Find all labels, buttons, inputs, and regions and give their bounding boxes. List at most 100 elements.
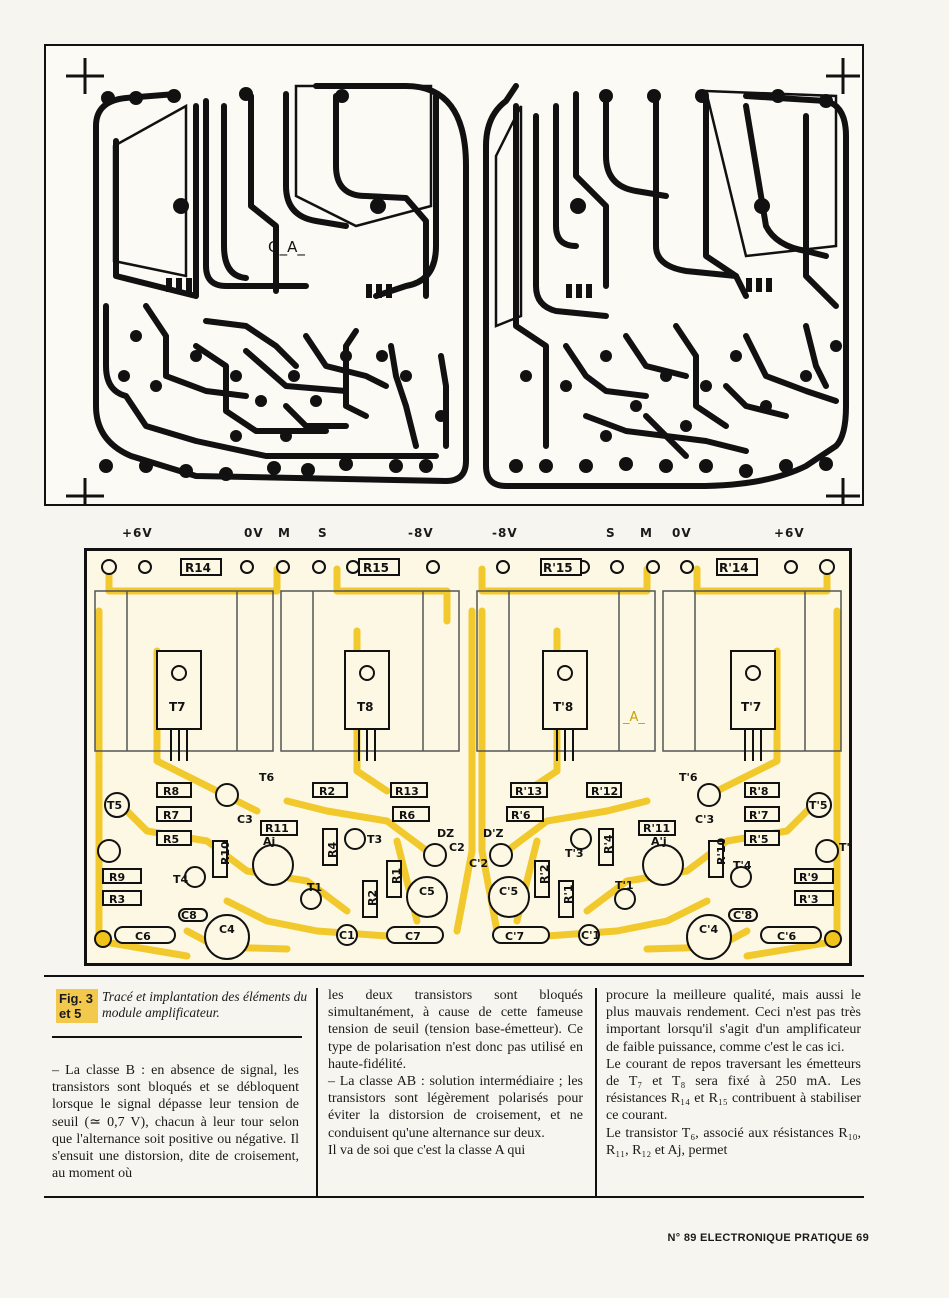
label-c-prime-1: C'1 <box>581 929 600 942</box>
figure-caption-block: Fig. 3 et 5 Tracé et implantation des él… <box>44 983 864 1183</box>
label-r-prime-1: R'1 <box>562 885 575 905</box>
pcb-track-layout: G_A_ <box>44 44 864 506</box>
label-c4: C4 <box>219 923 235 936</box>
label-r14: R14 <box>185 561 211 575</box>
pcb-implantation-drawing: R14 R15 R'15 R'14 T7 T8 T'8 T'7 _A_ <box>63 558 858 960</box>
column-bottom-rule <box>44 1196 864 1198</box>
rail-left-0v: 0V <box>244 526 264 540</box>
label-r-prime-10: R'10 <box>715 838 728 865</box>
rail-right-minus8v: -8V <box>492 526 518 540</box>
label-c-prime-6: C'6 <box>777 930 796 943</box>
label-t1: T1 <box>307 881 322 894</box>
label-c2: C2 <box>449 841 465 854</box>
label-r-prime-3: R'3 <box>799 893 819 906</box>
label-r-prime-5: R'5 <box>749 833 769 846</box>
rail-left-minus8v: -8V <box>408 526 434 540</box>
label-t3: T3 <box>367 833 382 846</box>
rail-left-m: M <box>278 526 291 540</box>
label-c-prime-7: C'7 <box>505 930 524 943</box>
figure-caption: Tracé et implantation des éléments du mo… <box>102 989 308 1020</box>
label-r-prime-14: R'14 <box>719 561 749 575</box>
label-t-prime-7: T'7 <box>741 700 761 714</box>
label-r-prime-4: R'4 <box>602 834 615 854</box>
rail-right-0v: 0V <box>672 526 692 540</box>
label-c3: C3 <box>237 813 253 826</box>
rail-left-plus6v: +6V <box>122 526 153 540</box>
label-t8: T8 <box>357 700 374 714</box>
label-c8: C8 <box>181 909 197 922</box>
label-r7: R7 <box>163 809 179 822</box>
label-r15: R15 <box>363 561 389 575</box>
label-c6: C6 <box>135 930 151 943</box>
figure-label: Fig. 3 et 5 <box>56 989 98 1023</box>
label-t5: T5 <box>107 799 122 812</box>
label-t-prime-5: T'5 <box>809 799 828 812</box>
label-t4: T4 <box>173 873 189 886</box>
label-r-prime-15: R'15 <box>543 561 573 575</box>
label-t-prime-1: T'1 <box>615 879 634 892</box>
label-r-prime-13: R'13 <box>515 785 542 798</box>
label-c-prime-3: C'3 <box>695 813 714 826</box>
label-r-prime-2: R'2 <box>538 865 551 885</box>
column-divider-2 <box>595 988 597 1196</box>
column-divider-1 <box>316 988 318 1196</box>
pcb-component-layout: R14 R15 R'15 R'14 T7 T8 T'8 T'7 _A_ <box>63 548 858 966</box>
label-c-prime-5: C'5 <box>499 885 518 898</box>
text-column-3: procure la meilleure qualité, mais aussi… <box>606 987 861 1159</box>
rail-left-s: S <box>318 526 328 540</box>
label-r-prime-9: R'9 <box>799 871 819 884</box>
label-c-prime-2: C'2 <box>469 857 488 870</box>
label-r4: R4 <box>326 842 339 858</box>
label-r-prime-8: R'8 <box>749 785 769 798</box>
label-r11: R11 <box>265 822 289 835</box>
label-c-prime-8: C'8 <box>733 909 752 922</box>
label-t6: T6 <box>259 771 275 784</box>
label-r9: R9 <box>109 871 125 884</box>
label-t-prime-8: T'8 <box>553 700 573 714</box>
label-t-prime-3: T'3 <box>565 847 584 860</box>
label-aj: Aj <box>263 835 275 848</box>
col3-paragraph-3: Le transistor T₆, associé aux résistance… <box>606 1125 861 1158</box>
label-r2-lower: R2 <box>366 890 379 906</box>
label-r8: R8 <box>163 785 179 798</box>
label-c5: C5 <box>419 885 435 898</box>
label-r-prime-6: R'6 <box>511 809 531 822</box>
caption-rule <box>52 1036 302 1038</box>
rail-right-s: S <box>606 526 616 540</box>
label-r6: R6 <box>399 809 415 822</box>
rail-right-m: M <box>640 526 653 540</box>
pcb-top-label: G_A_ <box>268 238 305 257</box>
label-a-prime-j: A'j <box>651 835 667 848</box>
col2-paragraph-2: – La classe AB : solution intermédiaire … <box>328 1074 583 1141</box>
label-t-prime-2: T'2 <box>839 841 849 854</box>
label-c7: C7 <box>405 930 421 943</box>
text-column-2: les deux transistors sont bloqués simult… <box>328 987 583 1159</box>
label-r-prime-12: R'12 <box>591 785 618 798</box>
col2-paragraph-3: Il va de soi que c'est la classe A qui <box>328 1142 526 1158</box>
col3-paragraph-1: procure la meilleure qualité, mais aussi… <box>606 988 861 1055</box>
label-r2: R2 <box>319 785 335 798</box>
label-r-prime-7: R'7 <box>749 809 769 822</box>
label-t7: T7 <box>169 700 186 714</box>
label-d-prime-z: D'Z <box>483 827 503 840</box>
label-t-prime-6: T'6 <box>679 771 698 784</box>
label-r10: R10 <box>219 841 232 865</box>
rail-right-plus6v: +6V <box>774 526 805 540</box>
label-r-prime-11: R'11 <box>643 822 670 835</box>
col3-paragraph-2: Le courant de repos traversant les émett… <box>606 1056 861 1124</box>
col1-paragraph: – La classe B : en absence de signal, le… <box>52 1063 299 1182</box>
label-r3: R3 <box>109 893 125 906</box>
label-c-prime-4: C'4 <box>699 923 718 936</box>
label-r5: R5 <box>163 833 179 846</box>
text-column-1: – La classe B : en absence de signal, le… <box>52 1062 299 1182</box>
label-c1: C1 <box>339 929 355 942</box>
label-dz: DZ <box>437 827 454 840</box>
label-r13: R13 <box>395 785 419 798</box>
pcb-bottom-label: _A_ <box>622 710 645 725</box>
label-t-prime-4: T'4 <box>733 859 752 872</box>
page-folio: N° 89 ELECTRONIQUE PRATIQUE 69 <box>667 1232 869 1244</box>
pcb-track-drawing: G_A_ <box>66 58 860 504</box>
figure-bottom-rule <box>44 975 864 977</box>
label-r1: R1 <box>390 868 403 884</box>
col2-paragraph-1: les deux transistors sont bloqués simult… <box>328 988 583 1072</box>
